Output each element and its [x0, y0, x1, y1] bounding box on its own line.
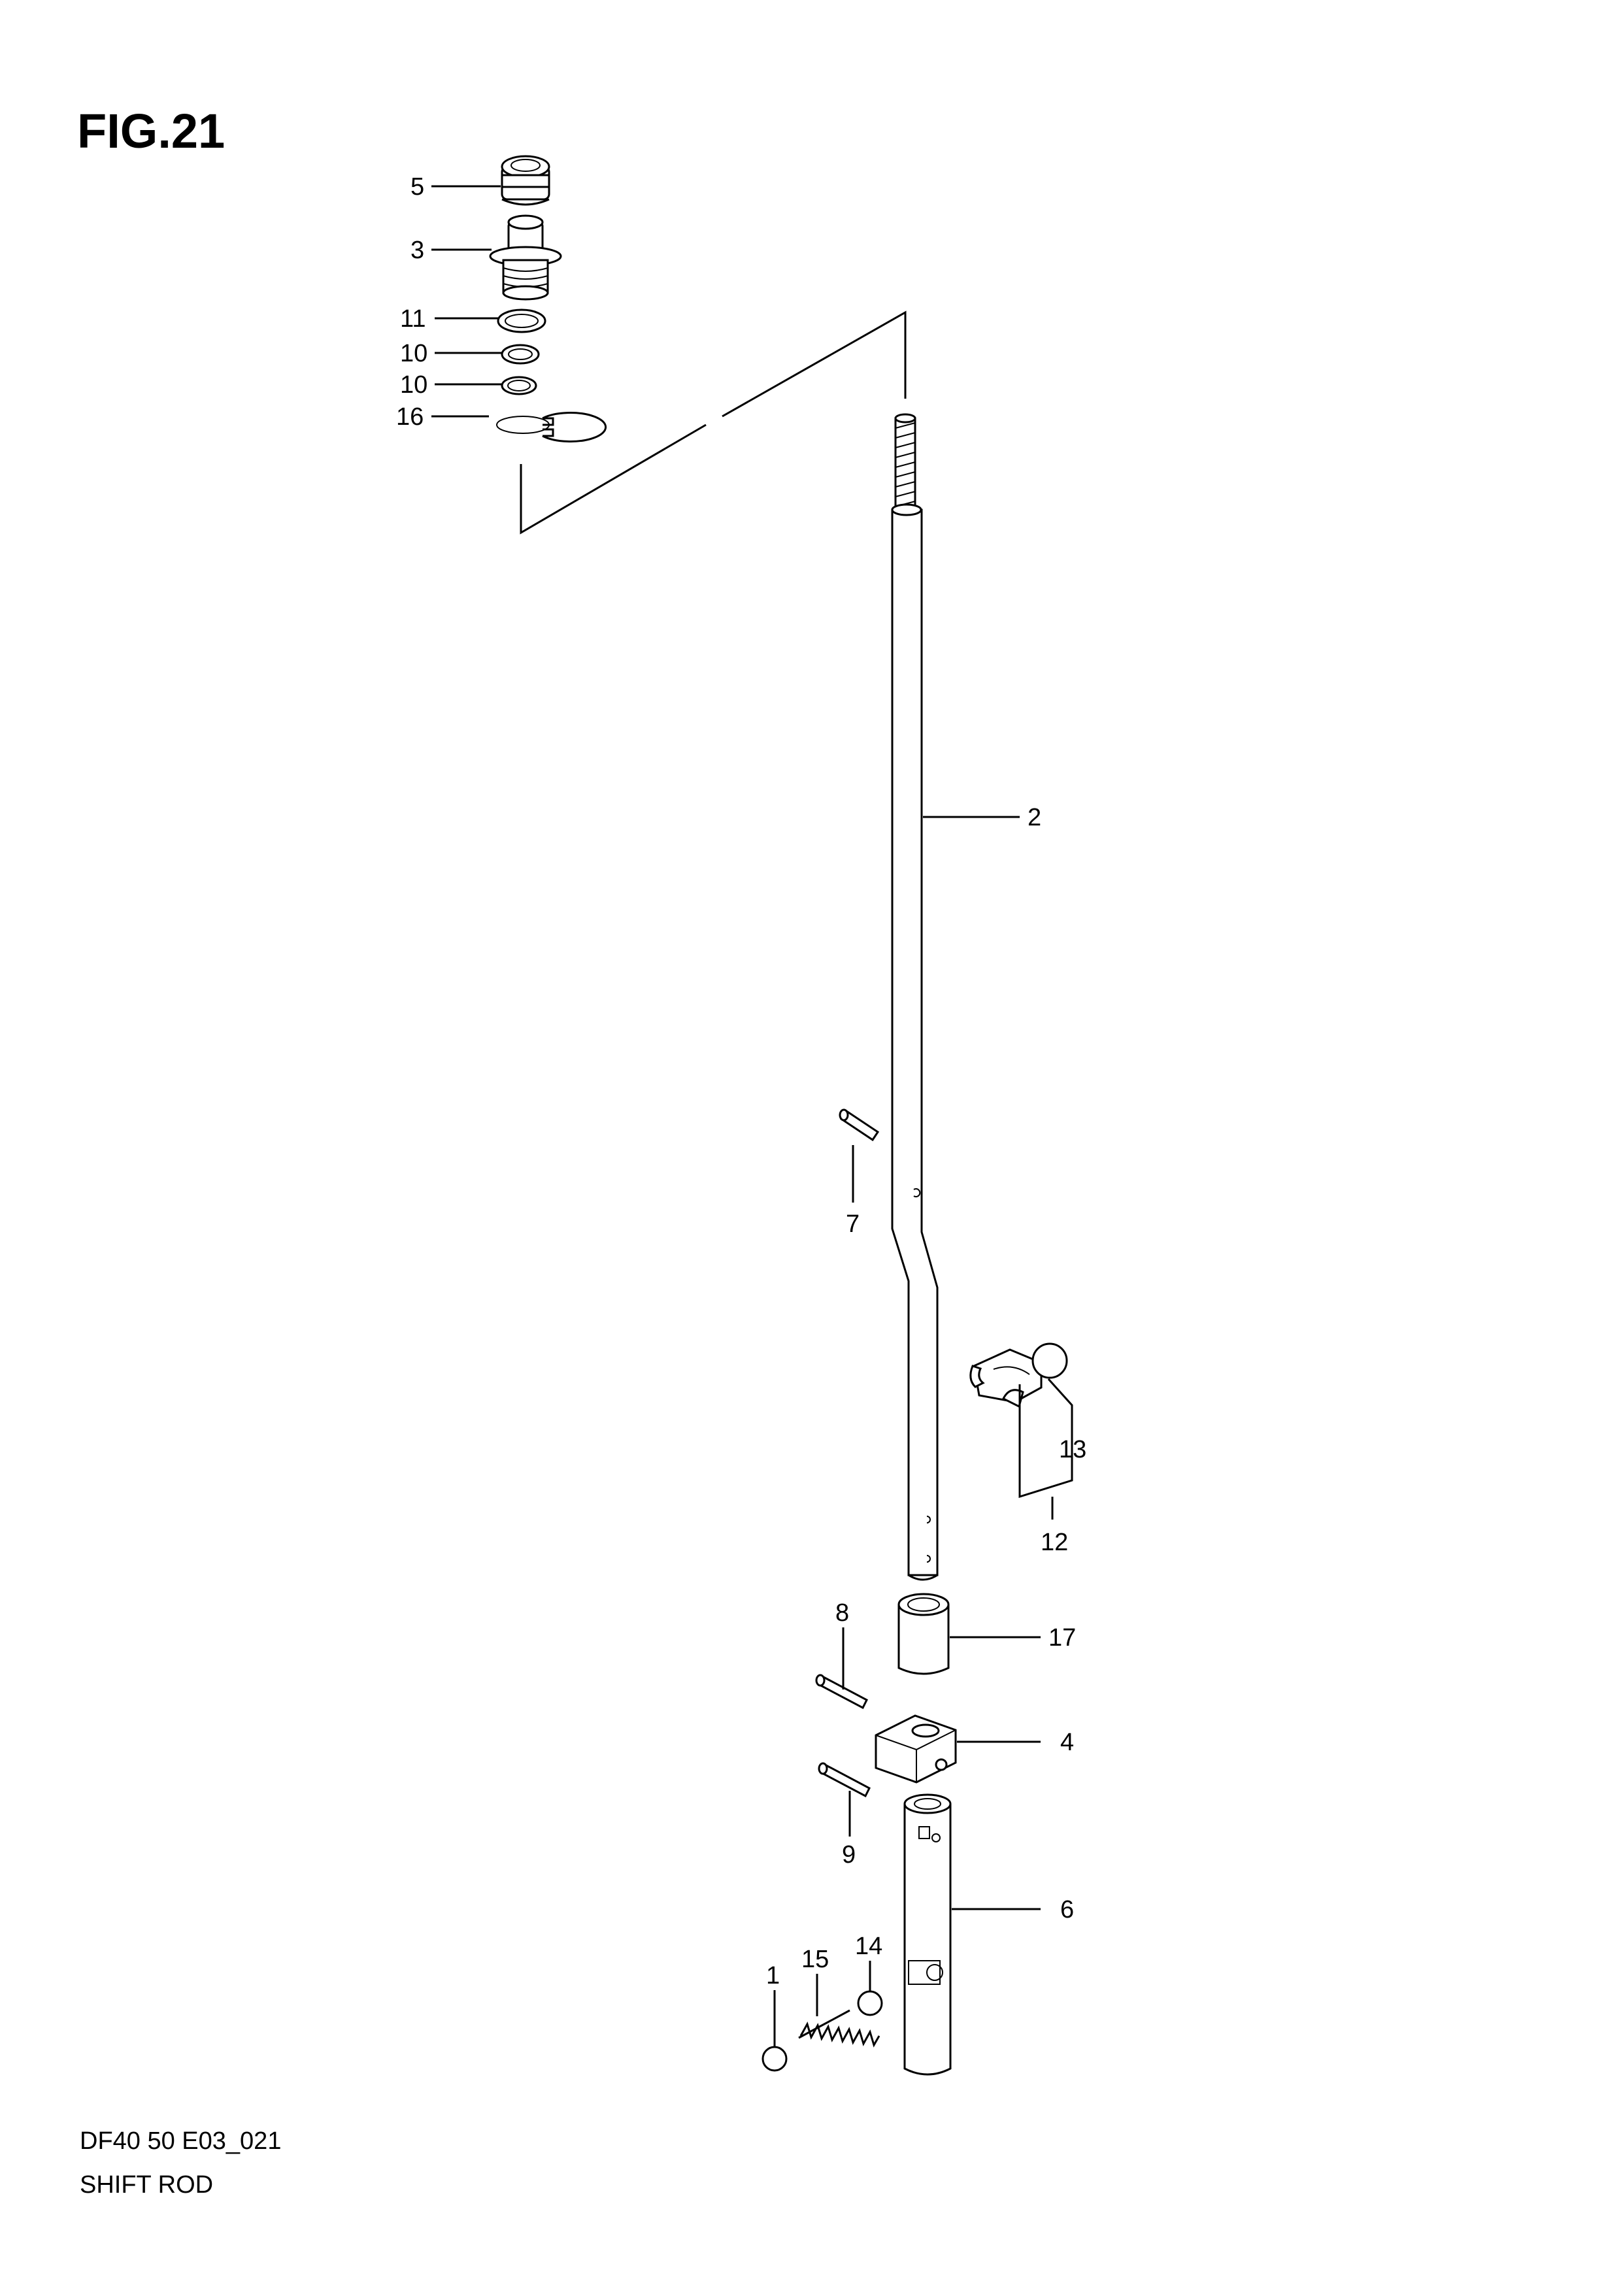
part-10-o-ring-upper: [501, 344, 540, 365]
callout-2: 2: [1028, 804, 1041, 831]
part-16-snap-ring: [496, 412, 607, 442]
part-13-clip: [969, 1342, 1068, 1408]
callout-10-lower: 10: [400, 371, 427, 399]
callout-17: 17: [1048, 1624, 1076, 1652]
part-3-seal: [489, 214, 562, 301]
callout-4: 4: [1060, 1729, 1074, 1756]
callout-8: 8: [835, 1599, 849, 1627]
figure-title: FIG.21: [77, 104, 226, 158]
part-15-spring: [798, 2009, 880, 2048]
callout-13: 13: [1059, 1436, 1086, 1463]
callout-14: 14: [855, 1933, 882, 1960]
callout-7: 7: [846, 1210, 860, 1238]
callout-16: 16: [396, 403, 424, 431]
callout-5: 5: [410, 173, 424, 201]
figure-name: SHIFT ROD: [80, 2171, 214, 2199]
leader-13-bracket: [1018, 1378, 1073, 1499]
assembly-line-upper: [722, 310, 907, 418]
callout-12: 12: [1041, 1529, 1068, 1556]
part-6-lower-rod: [903, 1793, 952, 2076]
part-4-block: [875, 1714, 957, 1784]
part-8-pin: [815, 1674, 868, 1710]
callout-10-upper: 10: [400, 340, 427, 367]
figure-code: DF40 50 E03_021: [80, 2127, 282, 2155]
callout-3: 3: [410, 237, 424, 264]
part-9-pin: [818, 1762, 871, 1798]
callout-11: 11: [400, 305, 426, 333]
part-17-bushing: [897, 1593, 950, 1675]
part-11-washer: [497, 308, 546, 333]
callout-15: 15: [801, 1946, 829, 1973]
callout-6: 6: [1060, 1896, 1074, 1923]
part-1-ball: [761, 2046, 788, 2072]
callout-1: 1: [766, 1962, 780, 1989]
assembly-line-lower: [520, 424, 707, 535]
part-5-grommet: [501, 155, 550, 206]
part-2-shift-rod: [891, 413, 939, 1581]
part-10-o-ring-lower: [501, 376, 537, 395]
callout-9: 9: [842, 1841, 856, 1869]
part-14-ball: [857, 1990, 883, 2016]
part-7-pin: [839, 1108, 880, 1142]
